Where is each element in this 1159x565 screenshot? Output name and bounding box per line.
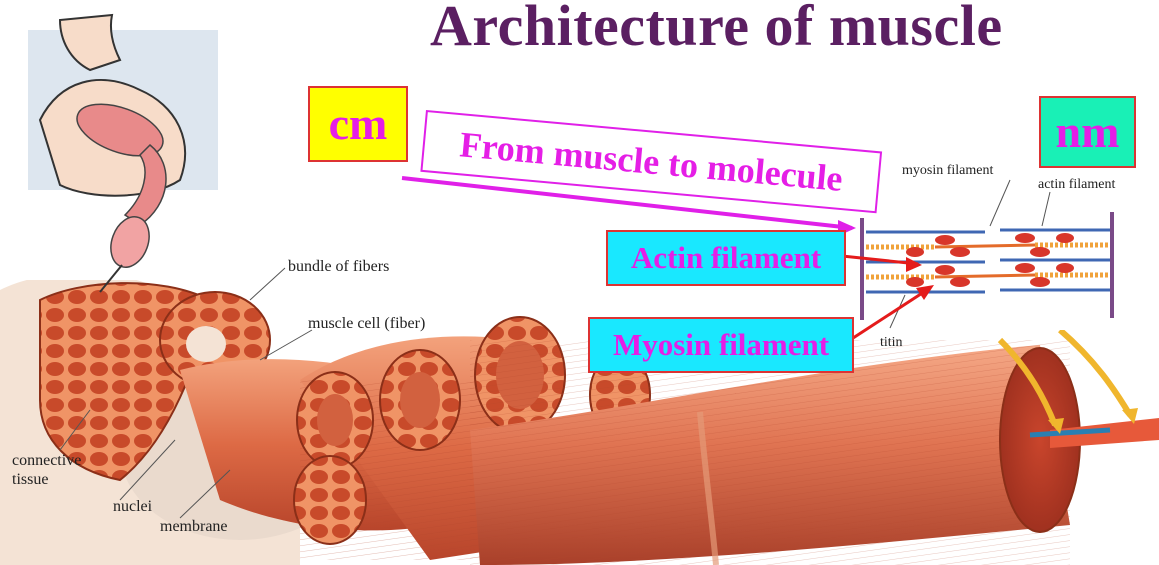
label-tissue: tissue — [12, 471, 48, 489]
label-nuclei: nuclei — [113, 498, 152, 516]
label-connective: connective — [12, 452, 81, 470]
label-muscle-cell: muscle cell (fiber) — [308, 315, 425, 333]
arm-inset — [0, 15, 270, 292]
myosin-filament-callout: Myosin filament — [588, 317, 854, 373]
label-actin-filament: actin filament — [1038, 176, 1115, 194]
label-titin: titin — [880, 334, 903, 352]
sarcomere-diagram — [848, 180, 1148, 330]
label-membrane: membrane — [160, 518, 228, 536]
page-title: Architecture of muscle — [430, 0, 1003, 59]
label-bundle-of-fibers: bundle of fibers — [288, 258, 389, 276]
label-myosin-filament: myosin filament — [902, 162, 993, 180]
unit-cm-badge: cm — [308, 86, 408, 162]
unit-nm-badge: nm — [1039, 96, 1136, 168]
actin-filament-callout: Actin filament — [606, 230, 846, 286]
